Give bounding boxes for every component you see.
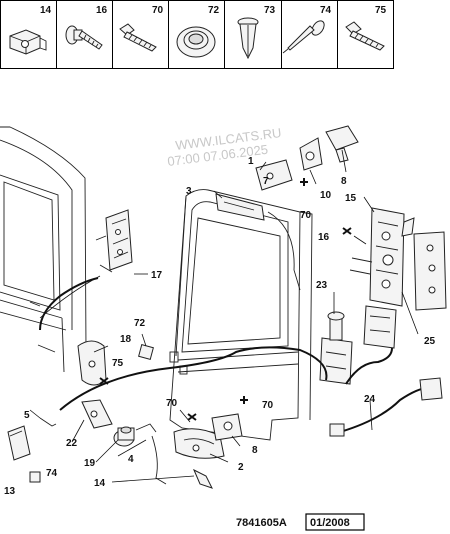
callout-16: 16 bbox=[318, 232, 330, 243]
bracket-22 bbox=[81, 399, 113, 429]
callout-labels: 1 2 3 4 5 7 8 8 10 13 14 15 16 17 18 19 … bbox=[4, 156, 436, 497]
lock-cover-part bbox=[255, 159, 293, 191]
plug-72 bbox=[138, 344, 154, 360]
header-number-72: 72 bbox=[208, 5, 220, 16]
clip-14 bbox=[193, 468, 213, 489]
door-hinge-upper bbox=[95, 209, 133, 273]
callout-70-upper: 70 bbox=[300, 210, 312, 221]
callout-74: 74 bbox=[46, 468, 58, 479]
round-plug-icon bbox=[176, 26, 216, 58]
actuator-lower bbox=[363, 305, 397, 349]
callout-19: 19 bbox=[84, 458, 96, 469]
header-number-73: 73 bbox=[264, 5, 276, 16]
reference-date: 01/2008 bbox=[310, 517, 350, 529]
cap-13 bbox=[7, 425, 31, 461]
cross-markers bbox=[99, 178, 352, 421]
callout-23: 23 bbox=[316, 280, 328, 291]
lock-plate-25 bbox=[413, 231, 447, 311]
callout-17: 17 bbox=[151, 270, 163, 281]
callout-13: 13 bbox=[4, 486, 16, 497]
leader-lines bbox=[29, 149, 419, 483]
control-rod bbox=[267, 211, 301, 291]
screw-icon bbox=[119, 23, 157, 52]
callout-75: 75 bbox=[112, 358, 124, 369]
header-number-70: 70 bbox=[152, 5, 164, 16]
striker-part-upper bbox=[325, 125, 359, 163]
callout-7: 7 bbox=[263, 176, 269, 187]
rod-4 bbox=[151, 435, 167, 485]
callout-10: 10 bbox=[320, 190, 332, 201]
wiring-harness-24 bbox=[339, 387, 429, 433]
callout-24: 24 bbox=[364, 394, 376, 405]
striker-part-lower bbox=[211, 413, 243, 441]
actuator-cable bbox=[345, 347, 393, 385]
callout-70-right: 70 bbox=[262, 400, 274, 411]
body-side-panel bbox=[0, 126, 87, 373]
callout-4: 4 bbox=[128, 454, 134, 465]
callout-3: 3 bbox=[186, 186, 192, 197]
header-number-14: 14 bbox=[40, 5, 52, 16]
lock-barrel-19 bbox=[113, 423, 157, 447]
tapping-screw-icon bbox=[345, 21, 385, 51]
plug-74 bbox=[29, 471, 41, 483]
callout-2: 2 bbox=[238, 462, 244, 473]
callout-8-lower: 8 bbox=[252, 445, 258, 456]
reference-code: 7841605A 01/2008 bbox=[236, 513, 365, 531]
callout-72: 72 bbox=[134, 318, 146, 329]
callout-8-upper: 8 bbox=[341, 176, 347, 187]
harness-connector bbox=[329, 377, 443, 437]
callout-14: 14 bbox=[94, 478, 106, 489]
nail-rivet-icon bbox=[282, 20, 325, 54]
outer-handle-2 bbox=[173, 428, 225, 459]
pin-5 bbox=[39, 417, 57, 427]
inner-handle-part bbox=[215, 193, 265, 221]
header-number-16: 16 bbox=[96, 5, 108, 16]
lock-mechanism-15 bbox=[349, 207, 415, 307]
callout-22: 22 bbox=[66, 438, 78, 449]
push-rivet-icon bbox=[237, 17, 259, 60]
clip-nut-icon bbox=[9, 29, 47, 55]
parts-legend-table: 14 16 70 72 73 74 75 bbox=[0, 0, 394, 69]
header-number-74: 74 bbox=[320, 5, 332, 16]
bumper-pad-part bbox=[299, 137, 323, 171]
callout-15: 15 bbox=[345, 193, 357, 204]
rear-door-panel bbox=[169, 189, 313, 441]
callout-1: 1 bbox=[248, 156, 254, 167]
callout-70-left: 70 bbox=[166, 398, 178, 409]
actuator-23 bbox=[319, 311, 353, 385]
reference-number: 7841605A bbox=[236, 517, 287, 529]
callout-5: 5 bbox=[24, 410, 30, 421]
header-number-75: 75 bbox=[375, 5, 387, 16]
callout-18: 18 bbox=[120, 334, 132, 345]
callout-25: 25 bbox=[424, 336, 436, 347]
flange-bolt-icon bbox=[65, 25, 103, 50]
